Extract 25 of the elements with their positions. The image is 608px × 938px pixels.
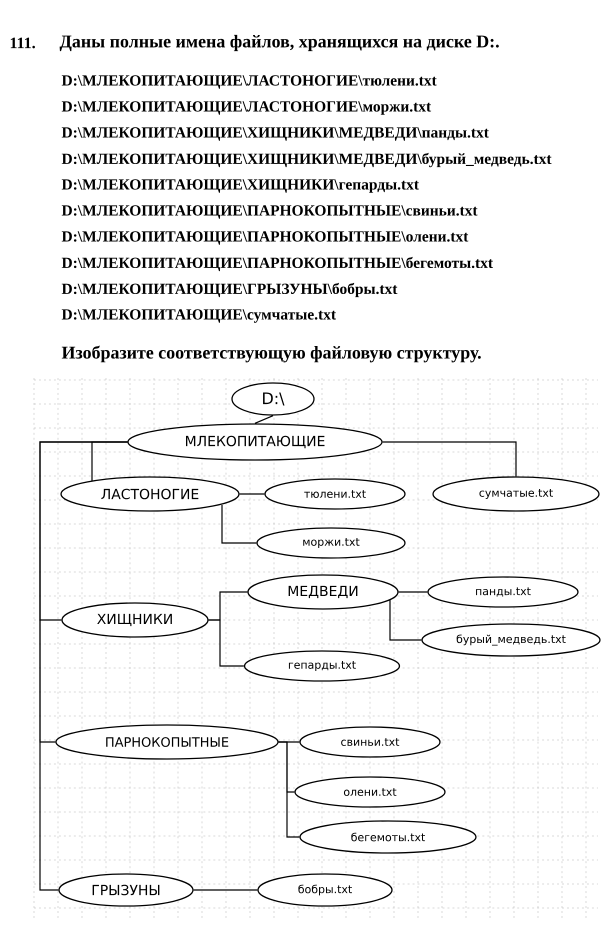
exercise-number: 111.: [10, 38, 35, 48]
title: Даны полные имена файлов, хранящихся на диске D:.: [60, 34, 499, 52]
file-path: D:\МЛЕКОПИТАЮЩИЕ\сумчатые.txt: [62, 309, 336, 323]
file-path: D:\МЛЕКОПИТАЮЩИЕ\ПАРНОКОПЫТНЫЕ\олени.txt: [62, 231, 468, 245]
file-path: D:\МЛЕКОПИТАЮЩИЕ\ХИЩНИКИ\МЕДВЕДИ\бурый_медведь.txt: [62, 152, 552, 168]
connector-line: [398, 591, 428, 593]
connector-line: [221, 505, 256, 544]
file-path: D:\МЛЕКОПИТАЮЩИЕ\ПАРНОКОПЫТНЫЕ\бегемоты.txt: [62, 256, 493, 272]
file-path: D:\МЛЕКОПИТАЮЩИЕ\ХИЩНИКИ\МЕДВЕДИ\панды.txt: [62, 127, 489, 141]
connector-line: [278, 741, 300, 838]
file-path: D:\МЛЕКОПИТАЮЩИЕ\ГРЫЗУНЫ\бобры.txt: [62, 282, 398, 298]
connector-line: [39, 441, 128, 891]
connector-line: [254, 415, 274, 424]
file-path: D:\МЛЕКОПИТАЮЩИЕ\ЛАСТОНОГИЕ\моржи.txt: [62, 101, 432, 115]
connector-line: [194, 889, 258, 891]
file-path: D:\МЛЕКОПИТАЮЩИЕ\ЛАСТОНОГИЕ\тюлени.txt: [62, 75, 437, 89]
node-label: бурый_медведь.txt: [456, 634, 566, 646]
connector-line: [208, 619, 244, 667]
connector-line: [382, 441, 517, 476]
file-path: D:\МЛЕКОПИТАЮЩИЕ\ПАРНОКОПЫТНЫЕ\свиньи.txt: [62, 205, 478, 219]
file-path: D:\МЛЕКОПИТАЮЩИЕ\ХИЩНИКИ\гепарды.txt: [62, 179, 419, 193]
connector-line: [240, 493, 264, 495]
node-label: сумчатые.txt: [479, 489, 553, 499]
instruction: Изобразите соответствующую файловую структуру.: [62, 346, 481, 362]
connector-line: [389, 600, 422, 641]
